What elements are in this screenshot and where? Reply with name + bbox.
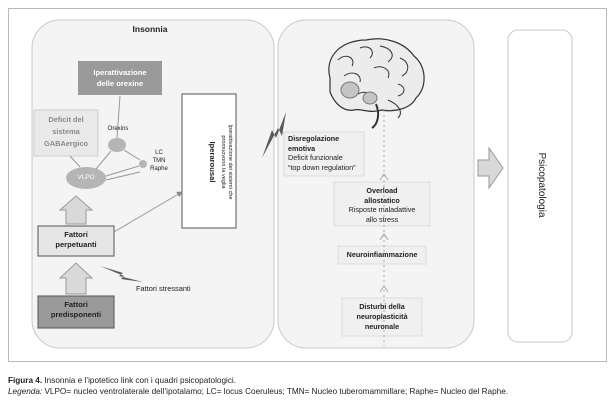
disturbi-label: Disturbi della neuroplasticità neuronale xyxy=(356,302,408,331)
perpetuanti-box xyxy=(37,225,115,257)
lc-node xyxy=(139,160,147,168)
connector-arrow-3 xyxy=(379,285,389,293)
iperattivazione-label: Iperattivazione delle orexine xyxy=(93,68,147,88)
vlpo-inhibit xyxy=(105,171,141,181)
iperattivazione-box xyxy=(78,61,162,95)
perpetuanti-label: Fattori perpetuanti xyxy=(55,230,97,249)
iperarousal-sub: Iperattivazione dei sistemi che promuovo… xyxy=(220,124,233,200)
figure-text: Insonnia e l’ipotetico link con i quadri… xyxy=(44,376,237,385)
overload-box xyxy=(333,181,431,227)
iperatt-to-orexins xyxy=(116,95,121,139)
psicopatologia-panel xyxy=(507,29,573,343)
vlpo-label: VLPO xyxy=(77,174,95,181)
stress-lightning xyxy=(100,266,143,282)
disturbi-box xyxy=(341,297,423,337)
connector-arrow-2 xyxy=(379,233,389,241)
predisponenti-box xyxy=(37,295,115,329)
iperarousal-box xyxy=(181,93,237,229)
vlpo-node xyxy=(66,167,106,189)
figure-label: Figura 4. xyxy=(8,376,43,385)
caption-line-1: Figura 4. Insonnia e l’ipotetico link co… xyxy=(8,375,608,386)
iperarousal-text: Iperarousal xyxy=(201,97,217,227)
disregolazione-label: Disregolazione emotiva Deficit funzional… xyxy=(288,134,356,172)
orexins-to-lc xyxy=(123,149,141,161)
legend-text: VLPO= nucleo ventrolaterale dell’ipotala… xyxy=(44,387,509,396)
legend-label: Legenda: xyxy=(8,387,43,396)
iperarousal-title: Iperarousal xyxy=(208,141,217,183)
link-lightning xyxy=(262,112,286,158)
caption-line-2: Legenda: VLPO= nucleo ventrolaterale del… xyxy=(8,386,608,397)
to-psicopatologia-arrow xyxy=(477,146,504,190)
insonnia-title: Insonnia xyxy=(132,24,168,34)
orexins-label: Orexins xyxy=(107,126,129,132)
neuroinfiammazione-box xyxy=(337,245,427,265)
orexins-to-vlpo xyxy=(95,150,112,170)
up-arrow-perpetuanti xyxy=(58,195,94,225)
deficit-label: Deficit del sistema GABAergico xyxy=(44,115,88,148)
deficit-box xyxy=(33,109,99,157)
overload-label: Overload allostatico Risposte maladattiv… xyxy=(348,186,416,224)
orexins-node xyxy=(108,138,126,152)
perpetuanti-to-iperarousal xyxy=(113,191,183,233)
figure-caption: Figura 4. Insonnia e l’ipotetico link co… xyxy=(8,375,608,397)
figure-frame xyxy=(8,8,607,362)
brain-illustration xyxy=(328,38,425,129)
predisponenti-label: Fattori predisponenti xyxy=(50,300,102,319)
psicopatologia-label: Psicopatologia xyxy=(536,152,547,218)
stressanti-label: Fattori stressanti xyxy=(136,284,191,293)
disregolazione-box xyxy=(283,131,365,177)
lc-tmn-raphe-label: LC TMN Raphe xyxy=(150,150,168,172)
up-arrow-predisponenti xyxy=(58,262,94,295)
vlpo-to-lc xyxy=(105,165,140,177)
deficit-to-vlpo xyxy=(69,155,81,168)
neuroinfiammazione-label: Neuroinfiammazione xyxy=(346,250,418,259)
connector-arrow-1 xyxy=(379,173,389,181)
